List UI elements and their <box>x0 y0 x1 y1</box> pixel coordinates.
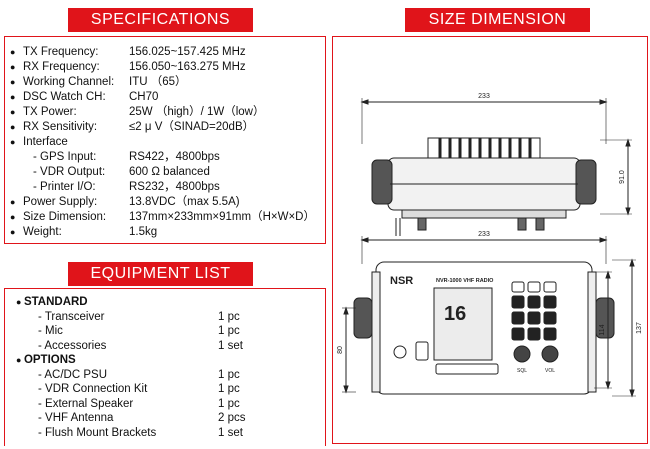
equipment-item-qty: 1 pc <box>218 310 240 323</box>
channel-display: 16 <box>444 303 466 325</box>
equipment-item: - Mic 1 pc <box>38 324 318 338</box>
spec-label: DSC Watch CH: <box>23 91 106 103</box>
equipment-item-name: - Mic <box>38 325 63 337</box>
equipment-item-qty: 1 set <box>218 426 243 439</box>
equipment-frame <box>4 288 326 446</box>
depth-label: 91.0 <box>619 170 626 184</box>
spec-label: Power Supply: <box>23 196 98 208</box>
spec-label: - Printer I/O: <box>33 181 96 193</box>
equipment-banner: EQUIPMENT LIST <box>68 262 253 286</box>
equipment-item-name: - AC/DC PSU <box>38 368 108 381</box>
equipment-item-name: - Accessories <box>38 339 107 352</box>
inner-height-label: 114 <box>599 324 606 335</box>
standard-heading: ● STANDARD <box>16 295 88 309</box>
spec-label: TX Power: <box>23 106 77 118</box>
dimension-drawing: 233 91.0 233 114 137 80 NSR NVR-1000 VHF… <box>332 36 648 444</box>
bullet-icon: ● <box>10 92 16 102</box>
specifications-title: SPECIFICATIONS <box>90 11 231 28</box>
equipment-item: - Accessories 1 set <box>38 339 318 353</box>
spec-label: Working Channel: <box>23 76 115 88</box>
equipment-item-qty: 1 pc <box>218 325 240 337</box>
options-heading-label: OPTIONS <box>23 354 76 366</box>
top-width-label: 233 <box>478 93 490 100</box>
bullet-icon: ● <box>10 62 16 72</box>
equipment-item-qty: 1 set <box>218 339 243 352</box>
equipment-item: - External Speaker 1 pc <box>38 397 318 411</box>
standard-heading-label: STANDARD <box>23 296 88 308</box>
brand-logo: NSR <box>390 275 413 287</box>
size-dimension-banner: SIZE DIMENSION <box>405 8 590 32</box>
bullet-icon: ● <box>10 197 16 207</box>
spec-label: RX Frequency: <box>23 61 100 73</box>
size-dimension-frame <box>332 36 648 444</box>
spec-label: - VDR Output: <box>33 166 106 178</box>
bullet-icon: ● <box>10 77 16 87</box>
bullet-icon: ● <box>10 212 16 222</box>
vol-knob-label: VOL <box>545 368 555 374</box>
options-heading: ● OPTIONS <box>16 353 76 367</box>
spec-label: Size Dimension: <box>23 211 107 223</box>
spec-value: RS422，4800bps <box>129 151 220 163</box>
spec-value: 156.025~157.425 MHz <box>129 46 246 58</box>
spec-value: 1.5kg <box>129 226 158 238</box>
spec-label: RX Sensitivity: <box>23 121 98 133</box>
spec-value: 600 Ω balanced <box>129 166 210 178</box>
spec-value: 137mm×233mm×91mm（H×W×D） <box>129 211 315 223</box>
equipment-item-qty: 1 pc <box>218 383 240 395</box>
spec-label: Interface <box>23 136 68 148</box>
spec-value: CH70 <box>129 91 159 103</box>
specifications-frame <box>4 36 326 244</box>
equipment-item-qty: 1 pc <box>218 368 240 381</box>
spec-value: 13.8VDC（max 5.5A) <box>129 196 240 208</box>
equipment-item: - VDR Connection Kit 1 pc <box>38 382 318 396</box>
bullet-icon: ● <box>10 137 16 147</box>
sql-knob-label: SQL <box>517 368 527 374</box>
spec-label: TX Frequency: <box>23 46 99 58</box>
equipment-title: EQUIPMENT LIST <box>90 265 231 282</box>
top-view-radio <box>371 137 597 236</box>
bullet-icon: ● <box>16 355 24 365</box>
spec-value: 156.050~163.275 MHz <box>129 61 246 73</box>
bullet-icon: ● <box>10 107 16 117</box>
equipment-item: - Transceiver 1 pc <box>38 310 318 324</box>
equipment-item: - AC/DC PSU 1 pc <box>38 368 318 382</box>
front-width-label: 233 <box>478 231 490 238</box>
bullet-icon: ● <box>10 227 16 237</box>
specifications-banner: SPECIFICATIONS <box>68 8 253 32</box>
spec-value: ITU （65） <box>129 76 187 88</box>
equipment-item-qty: 2 pcs <box>218 412 246 424</box>
spec-label: Weight: <box>23 226 62 238</box>
bullet-icon: ● <box>10 122 16 132</box>
bullet-icon: ● <box>10 47 16 57</box>
equipment-item: - Flush Mount Brackets 1 set <box>38 426 318 440</box>
equipment-item: - VHF Antenna 2 pcs <box>38 411 318 425</box>
equipment-item-qty: 1 pc <box>218 397 240 410</box>
equipment-item-name: - Flush Mount Brackets <box>38 426 157 439</box>
left-height-label: 80 <box>337 346 344 354</box>
bullet-icon: ● <box>16 297 24 307</box>
equipment-item-name: - Transceiver <box>38 310 105 323</box>
equipment-item-name: - External Speaker <box>38 397 134 410</box>
equipment-item-name: - VDR Connection Kit <box>38 383 148 395</box>
equipment-item-name: - VHF Antenna <box>38 412 114 424</box>
spec-value: RS232，4800bps <box>129 181 220 193</box>
spec-label: - GPS Input: <box>33 151 97 163</box>
spec-value: ≤2 μ V（SINAD=20dB） <box>129 121 255 133</box>
total-height-label: 137 <box>636 322 643 334</box>
size-dimension-title: SIZE DIMENSION <box>428 11 567 28</box>
spec-value: 25W （high）/ 1W（low） <box>129 106 265 118</box>
model-label: NVR-1000 VHF RADIO <box>436 278 494 284</box>
front-view-radio <box>353 261 615 395</box>
